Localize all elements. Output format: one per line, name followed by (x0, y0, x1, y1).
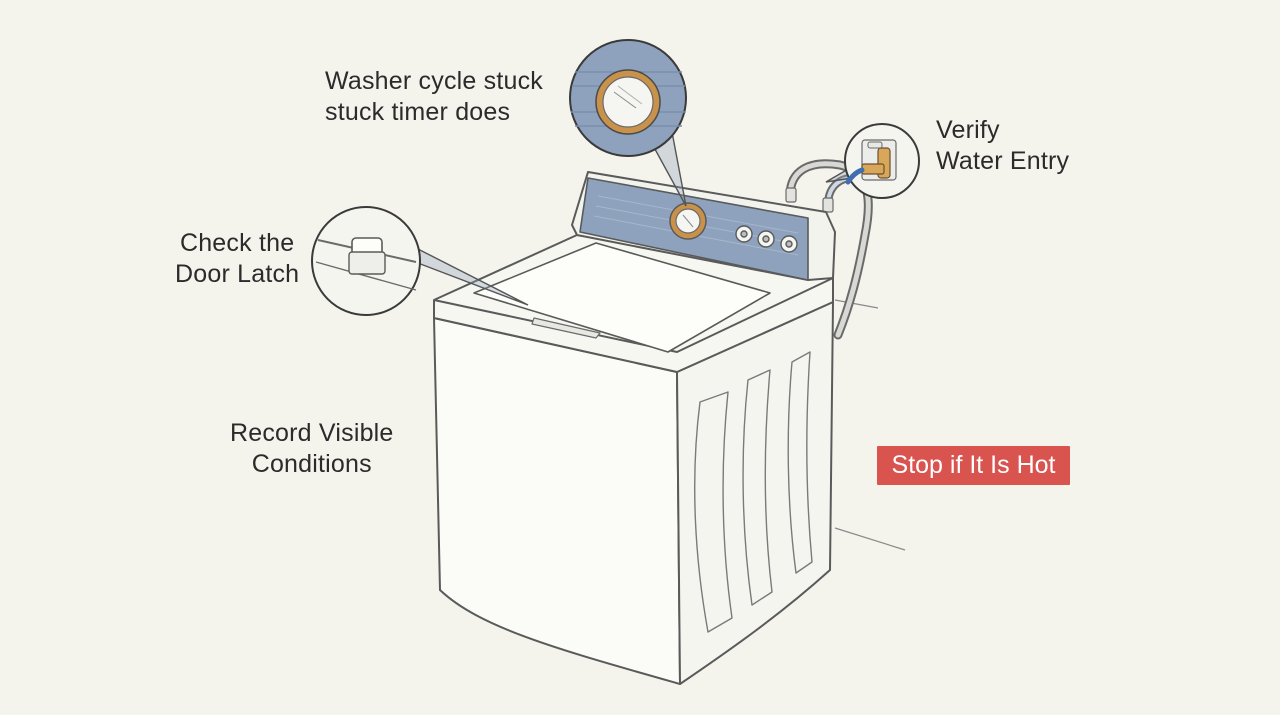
callout-latch-line-1: Check the (179, 229, 295, 257)
control-dial (669, 202, 707, 240)
callout-latch-line-2: Door Latch (175, 260, 300, 288)
timer-magnifier (569, 39, 687, 157)
callout-record-line-2: Conditions (251, 450, 372, 478)
callout-water-label: Verify Water Entry (936, 115, 1069, 177)
washer-body (433, 171, 836, 685)
callout-leaders (409, 131, 853, 306)
callout-water-line-1: Verify (936, 116, 1000, 144)
callout-record-label: Record Visible Conditions (230, 418, 394, 480)
callout-latch-label: Check the Door Latch (175, 228, 299, 290)
callout-water-line-2: Water Entry (936, 147, 1070, 175)
water-hoses (785, 159, 873, 340)
warning-badge: Stop if It Is Hot (877, 446, 1070, 485)
water-valve-magnifier (844, 123, 920, 199)
control-knobs (735, 225, 798, 253)
callout-record-line-1: Record Visible (230, 419, 394, 447)
callout-timer-label: Washer cycle stuck stuck timer does (325, 66, 543, 128)
latch-magnifier (311, 206, 421, 316)
callout-timer-line-2: stuck timer does (325, 98, 511, 126)
callout-timer-line-1: Washer cycle stuck (325, 67, 544, 95)
room-lines (834, 299, 906, 551)
